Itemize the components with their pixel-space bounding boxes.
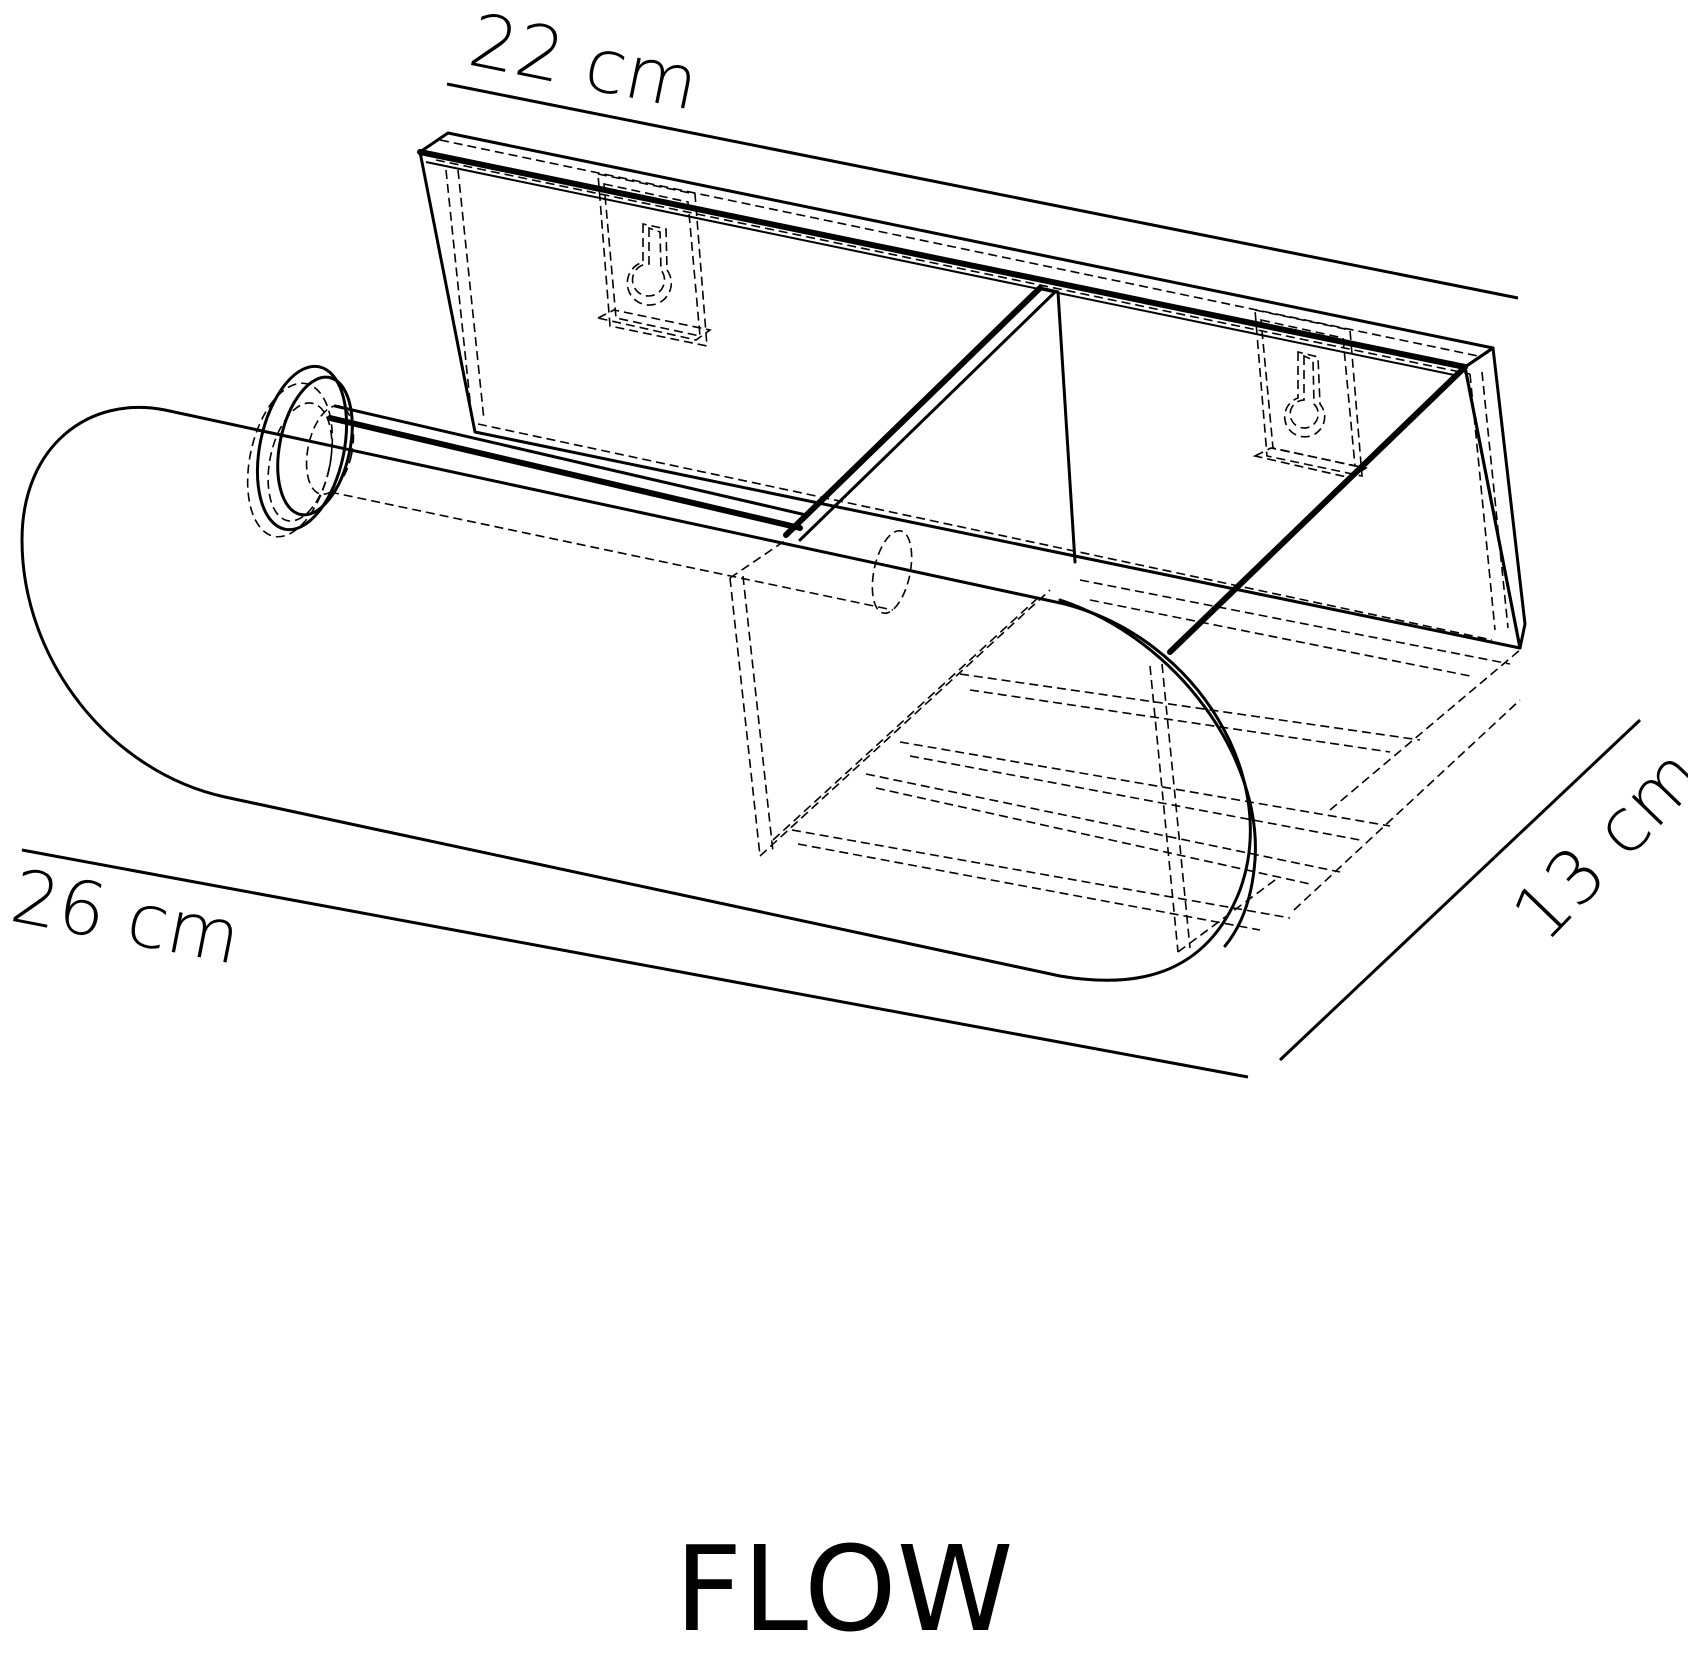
back-wall-panel	[417, 131, 1527, 650]
right-divider-panel	[1149, 364, 1468, 953]
middle-divider-panel	[729, 285, 1077, 857]
dimension-label-bottom-length: 26 cm	[5, 853, 248, 981]
keyhole-slot-right	[1252, 308, 1369, 479]
roll-bar	[305, 404, 913, 615]
end-cap-disc	[246, 364, 354, 538]
dimension-label-top-width: 22 cm	[462, 0, 705, 128]
dimension-line-bottom-length	[21, 848, 1249, 1079]
dimension-line-top-width	[446, 82, 1519, 300]
shelf-hidden-lines	[791, 579, 1521, 931]
product-name: FLOW	[675, 1520, 1014, 1658]
front-rounded-plate	[20, 405, 1257, 982]
dimension-line-depth	[1278, 718, 1642, 1062]
keyhole-slot-left	[595, 173, 712, 347]
